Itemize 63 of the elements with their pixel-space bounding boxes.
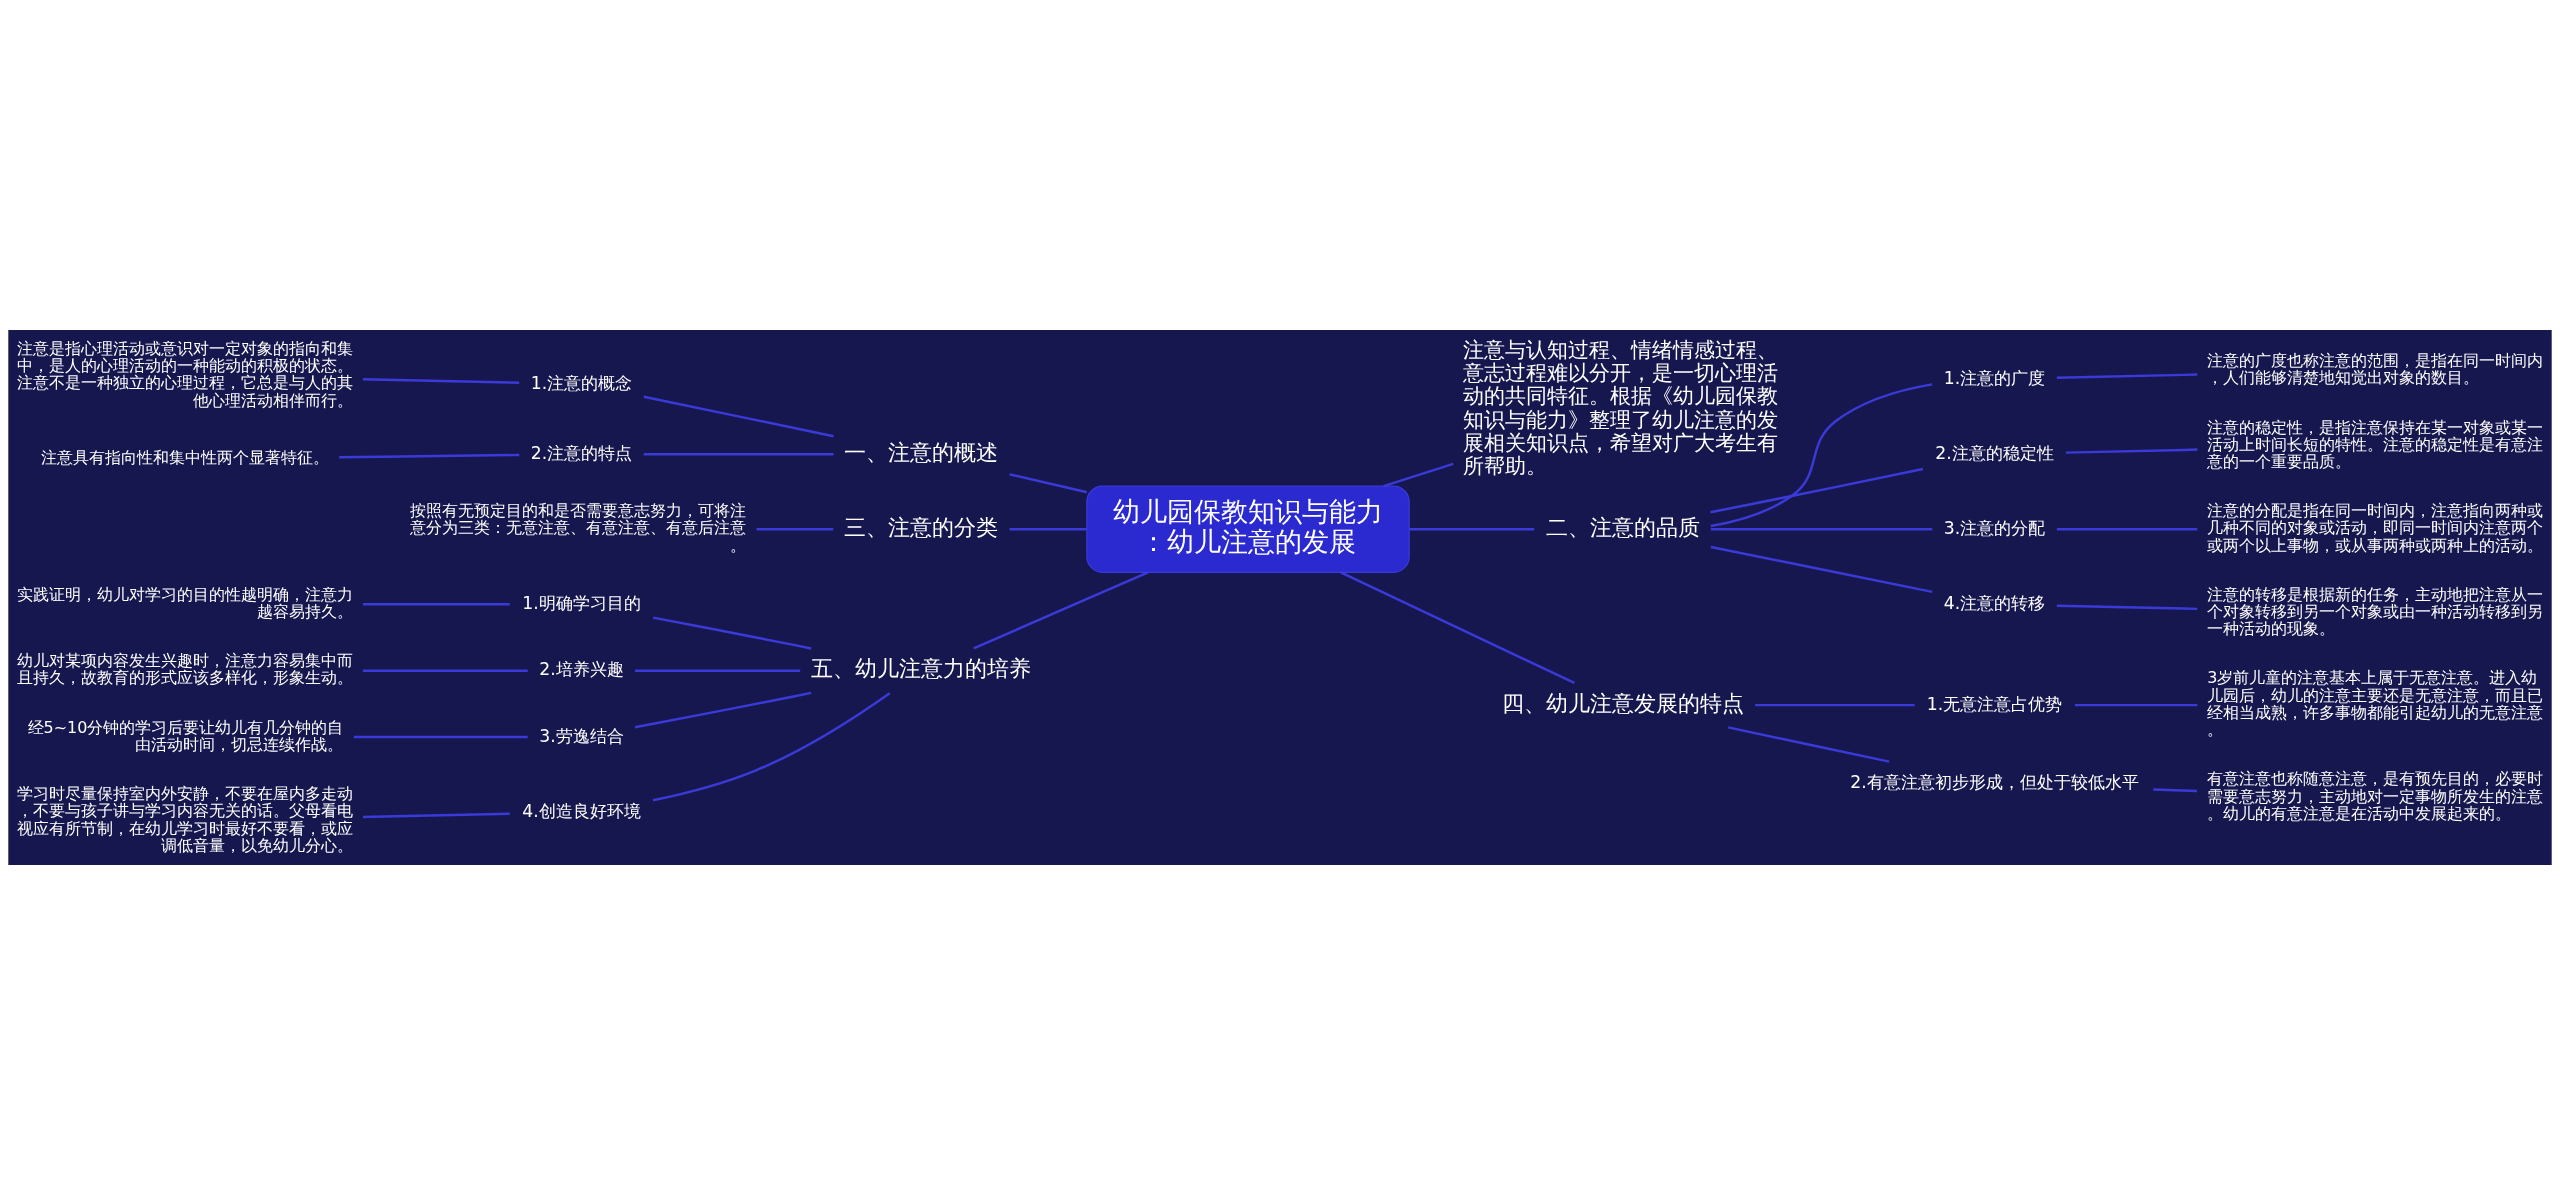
connector [2056,528,2198,531]
connector [1009,473,1088,494]
node-text: 实践证明，幼儿对学习的目的性越明确，注意力越容易持久。 [16,584,353,622]
node-text: 注意的转移是根据新的任务，主动地把注意从一个对象转移到另一个对象或由一种活动转移到另一种活动的现象。 [2207,584,2544,639]
node-text: 注意与认知过程、情绪情感过程、意志过程难以分开，是一切心理活动的共同特征。根据《幼儿园保教知识与能力》整理了幼儿注意的发展相关知识点，希望对广大考生有所帮助。 [1463,337,1779,479]
node-text: 2.有意注意初步形成，但处于较低水平 [1850,772,2139,793]
connector [2056,604,2198,611]
connector [1710,545,1933,594]
node-text: 4.创造良好环境 [522,800,641,821]
connector [1409,528,1535,531]
node-text: 三、注意的分类 [844,513,999,540]
connector [362,669,528,672]
connector [643,453,834,456]
node-text: 3岁前儿童的注意基本上属于无意注意。进入幼儿园后，幼儿的注意主要还是无意注意，而且已经相当成熟，许多事物都能引起幼儿的无意注意。 [2207,668,2544,740]
connector [1710,528,1933,531]
node-text: 注意的稳定性，是指注意保持在某一对象或某一活动上时间长短的特性。注意的稳定性是有意注意的一个重要品质。 [2207,417,2544,472]
connector [973,571,1149,650]
connector [652,692,891,802]
connector [2056,373,2198,379]
connector [362,378,520,384]
node-text: 学习时尽量保持室内外安静，不要在屋内多走动，不要与孩子讲与学习内容无关的话。父母看电视应有所节制，在幼儿学习时最好不要看，或应调低音量，以免幼儿分心。 [16,784,353,855]
node-text: 1.明确学习目的 [522,592,641,613]
connector [643,395,834,438]
node-text: 1.注意的广度 [1943,367,2046,388]
connector [635,669,801,672]
connector [2074,703,2198,707]
node-box: 幼儿园保教知识与能力：幼儿注意的发展 [1086,485,1410,573]
node-text: 四、幼儿注意发展的特点 [1501,689,1744,716]
connector [1710,383,1933,528]
connector [756,528,834,531]
connector [1710,467,1924,514]
node-text: 一、注意的概述 [844,438,999,465]
node-text: 4.注意的转移 [1943,592,2046,613]
node-text: 注意是指心理活动或意识对一定对象的指向和集中，是人的心理活动的一种能动的积极的状态。注意不是一种独立的心理过程，它总是与人的其他心理活动相伴而行。 [16,338,353,410]
node-text: 注意的广度也称注意的范围，是指在同一时间内，人们能够清楚地知觉出对象的数目。 [2207,351,2544,388]
connector [1755,703,1915,707]
node-text: 2.注意的特点 [530,442,633,463]
connector [2065,448,2198,454]
node-text: 1.注意的概念 [530,372,633,393]
node-text: 五、幼儿注意力的培养 [811,655,1032,682]
connector [353,735,528,739]
connector [362,812,510,819]
connector [2153,788,2197,793]
connector [1727,726,1890,763]
node-text: 2.培养兴趣 [539,659,624,680]
node-text: 3.劳逸结合 [539,725,624,746]
connector [1383,462,1454,488]
node-text: 幼儿对某项内容发生兴趣时，注意力容易集中而且持久，故教育的形式应该多样化，形象生动。 [16,651,353,688]
node-text: 注意的分配是指在同一时间内，注意指向两种或几种不同的对象或活动，即同一时间内注意两个或两个以上事物，或从事两种或两种上的活动。 [2207,501,2544,555]
node-text: 二、注意的品质 [1545,513,1700,540]
node-text: 3.注意的分配 [1943,517,2046,538]
node-text: 有意注意也称随意注意，是有预先目的，必要时需要意志努力，主动地对一定事物所发生的注意。幼儿的有意注意是在活动中发展起来的。 [2207,769,2544,823]
node-text: 2.注意的稳定性 [1935,442,2054,463]
node-text: 经5~10分钟的学习后要让幼儿有几分钟的自由活动时间，切忌连续作战。 [27,717,344,754]
connector [1340,571,1575,685]
node-text: 注意具有指向性和集中性两个显著特征。 [41,448,330,468]
node-text: 按照有无预定目的和是否需要意志努力，可将注意分为三类：无意注意、有意注意、有意后注意。 [410,501,747,555]
node-text: 1.无意注意占优势 [1926,693,2063,714]
connector [634,691,812,729]
connector [1009,528,1087,531]
connector [362,603,510,606]
connector [652,616,812,650]
connector [339,453,520,459]
